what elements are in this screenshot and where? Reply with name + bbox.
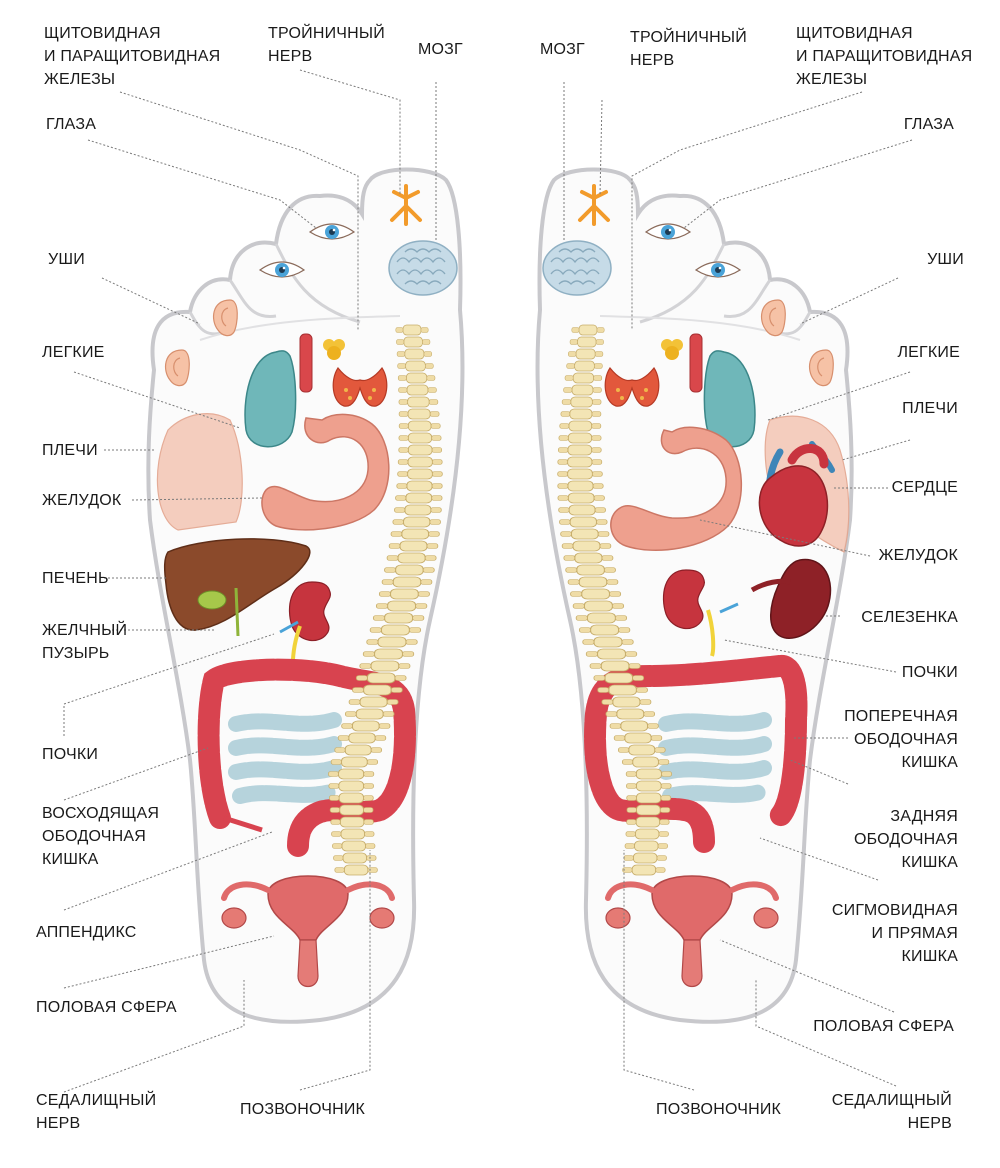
label-right-reproductive: ПОЛОВАЯ СФЕРА (813, 1015, 954, 1038)
label-left-sciatic: СЕДАЛИЩНЫЙ НЕРВ (36, 1089, 156, 1135)
label-right-thyroid: ЩИТОВИДНАЯ И ПАРАЩИТОВИДНАЯ ЖЕЛЕЗЫ (796, 22, 972, 91)
label-left-spine: ПОЗВОНОЧНИК (240, 1098, 365, 1121)
label-right-spine: ПОЗВОНОЧНИК (656, 1098, 781, 1121)
label-right-shoulders: ПЛЕЧИ (902, 397, 958, 420)
label-left-gallbladder: ЖЕЛЧНЫЙ ПУЗЫРЬ (42, 619, 127, 665)
label-left-appendix: АППЕНДИКС (36, 921, 137, 944)
label-left-lungs: ЛЕГКИЕ (42, 341, 105, 364)
label-left-ears: УШИ (48, 248, 85, 271)
label-right-descending-colon: ЗАДНЯЯ ОБОДОЧНАЯ КИШКА (854, 805, 958, 874)
label-right-trigeminal: ТРОЙНИЧНЫЙ НЕРВ (630, 26, 747, 72)
label-right-brain: МОЗГ (540, 38, 585, 61)
label-right-lungs: ЛЕГКИЕ (897, 341, 960, 364)
label-right-transverse-colon: ПОПЕРЕЧНАЯ ОБОДОЧНАЯ КИШКА (844, 705, 958, 774)
kidney-icon (289, 582, 330, 641)
label-right-sigmoid: СИГМОВИДНАЯ И ПРЯМАЯ КИШКА (832, 899, 958, 968)
label-left-thyroid: ЩИТОВИДНАЯ И ПАРАЩИТОВИДНАЯ ЖЕЛЕЗЫ (44, 22, 220, 91)
label-left-ascending-colon: ВОСХОДЯЩАЯ ОБОДОЧНАЯ КИШКА (42, 802, 159, 871)
label-left-liver: ПЕЧЕНЬ (42, 567, 109, 590)
label-left-brain: МОЗГ (418, 38, 463, 61)
label-right-ears: УШИ (927, 248, 964, 271)
shoulder-icon (157, 414, 242, 530)
label-left-reproductive: ПОЛОВАЯ СФЕРА (36, 996, 177, 1019)
kidney-icon (663, 570, 704, 629)
trachea-icon (300, 334, 312, 392)
label-left-shoulders: ПЛЕЧИ (42, 439, 98, 462)
left-foot (148, 170, 462, 1022)
label-right-stomach: ЖЕЛУДОК (879, 544, 958, 567)
label-right-eyes: ГЛАЗА (904, 113, 954, 136)
gallbladder-icon (198, 591, 226, 609)
brain-icon (389, 241, 457, 295)
right-foot (537, 170, 851, 1022)
label-left-stomach: ЖЕЛУДОК (42, 489, 121, 512)
label-right-heart: СЕРДЦЕ (892, 476, 958, 499)
trachea-icon (690, 334, 702, 392)
label-left-trigeminal: ТРОЙНИЧНЫЙ НЕРВ (268, 22, 385, 68)
label-right-kidneys: ПОЧКИ (902, 661, 958, 684)
label-left-eyes: ГЛАЗА (46, 113, 96, 136)
label-right-sciatic: СЕДАЛИЩНЫЙ НЕРВ (832, 1089, 952, 1135)
brain-icon (543, 241, 611, 295)
label-right-spleen: СЕЛЕЗЕНКА (861, 606, 958, 629)
label-left-kidneys: ПОЧКИ (42, 743, 98, 766)
